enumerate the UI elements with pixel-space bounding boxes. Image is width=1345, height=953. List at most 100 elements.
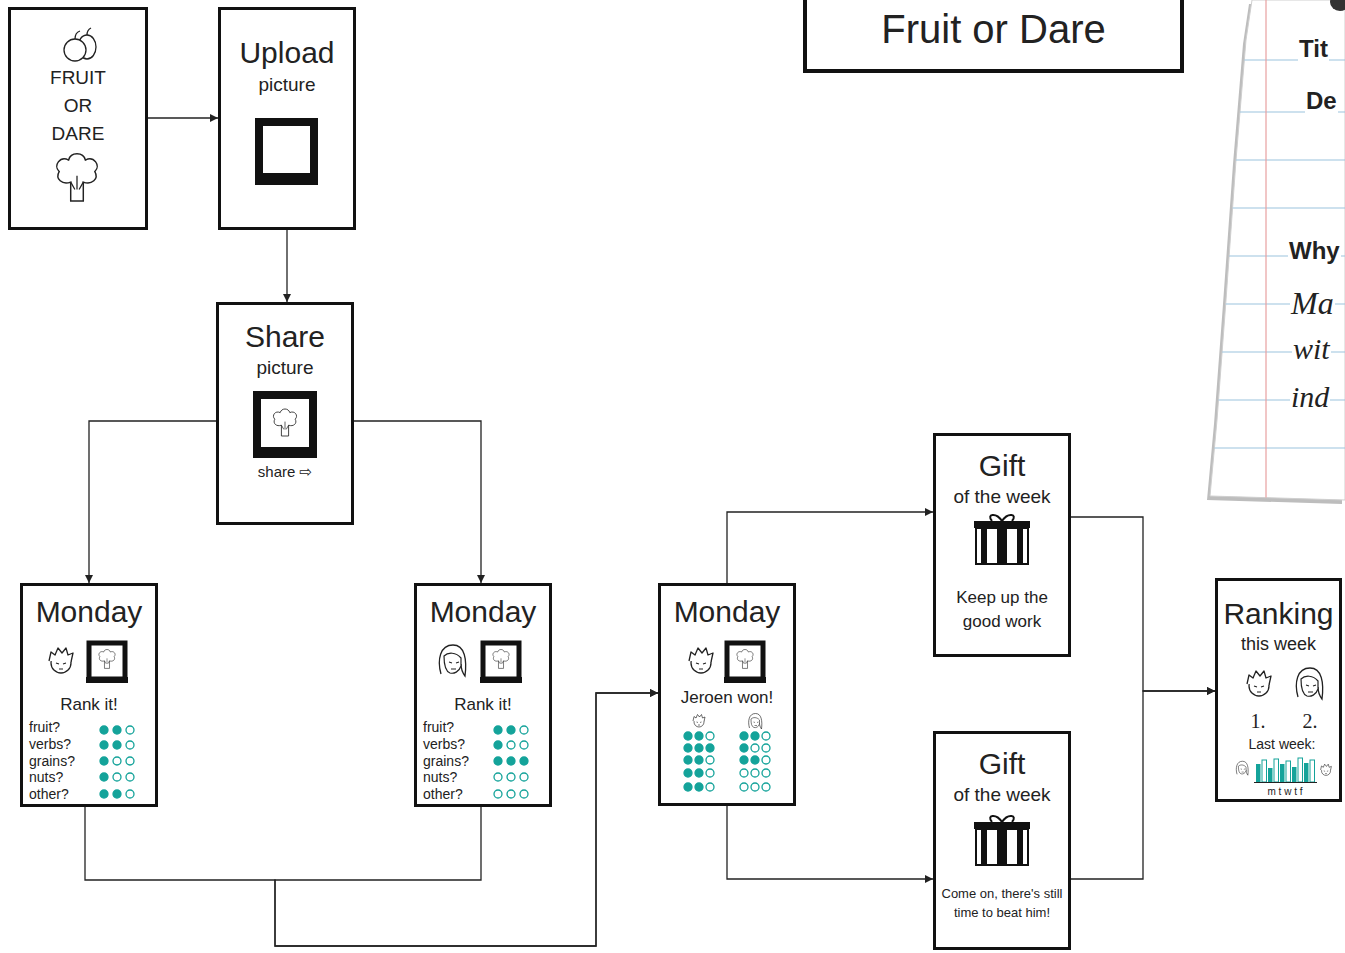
rating-dot	[695, 769, 703, 777]
handwritten-note: Why	[1288, 238, 1341, 264]
rating-dot	[126, 741, 134, 749]
card-heading: Monday	[23, 594, 155, 630]
rating-dot	[684, 783, 692, 791]
rating-dot	[100, 757, 108, 765]
rating-dot	[100, 790, 108, 798]
picture-frame	[253, 395, 317, 458]
picture-frame	[480, 643, 522, 683]
rating-dot	[706, 783, 714, 791]
card-heading: Monday	[417, 594, 549, 630]
rating-dot	[762, 783, 770, 791]
handwritten-note: Tit	[1298, 36, 1329, 62]
rating-dot	[706, 769, 714, 777]
card-heading: Share	[219, 319, 351, 355]
criterion-label: verbs?	[29, 736, 101, 752]
screen-card: Sharepicture share ⇨	[216, 302, 354, 525]
screen-card: Giftof the weekKeep up the good work	[933, 433, 1071, 657]
screen-card: MondayJeroen won!	[658, 583, 796, 806]
rating-dot	[494, 741, 502, 749]
rating-dot	[126, 757, 134, 765]
rating-dot	[113, 757, 121, 765]
card-heading: Gift	[936, 746, 1068, 782]
card-heading: Ranking	[1218, 596, 1339, 632]
card-prompt: Rank it!	[23, 695, 155, 715]
rating-dot	[751, 732, 759, 740]
rating-dot	[520, 790, 528, 798]
winner-message: Jeroen won!	[661, 688, 793, 708]
rating-dot	[494, 757, 502, 765]
criterion-label: nuts?	[423, 769, 495, 785]
rating-dot	[740, 744, 748, 752]
rating-dot	[126, 790, 134, 798]
flow-arrow	[85, 693, 658, 946]
rating-dot	[113, 726, 121, 734]
gift-message: Come on, there's still time to beat him!	[938, 884, 1066, 922]
rating-dot	[706, 756, 714, 764]
card-subheading: of the week	[936, 486, 1068, 509]
rating-dot	[113, 741, 121, 749]
rating-dot	[684, 756, 692, 764]
share-button: share ⇨	[219, 463, 351, 481]
screen-card: MondayRank it!fruit?verbs?grains?nuts?ot…	[414, 583, 552, 807]
card-prompt: Rank it!	[417, 695, 549, 715]
rating-dot	[520, 741, 528, 749]
criterion-label: fruit?	[423, 719, 495, 735]
fruit-icon	[64, 28, 96, 61]
rating-dot	[695, 783, 703, 791]
rating-dot	[751, 744, 759, 752]
rating-dot	[740, 783, 748, 791]
screen-card: Rankingthis week1.2.Last week:m t w t f	[1215, 578, 1342, 802]
rating-dot	[507, 726, 515, 734]
screen-card: Giftof the weekCome on, there's still ti…	[933, 731, 1071, 950]
rating-dot	[100, 741, 108, 749]
rating-dot	[751, 783, 759, 791]
screen-card: Uploadpicture	[218, 7, 356, 230]
rating-dot	[684, 744, 692, 752]
rating-dot	[762, 744, 770, 752]
rating-dot	[126, 726, 134, 734]
card-subheading: of the week	[936, 784, 1068, 807]
notebook-paper	[1200, 0, 1345, 504]
app-name: FRUIT OR DARE	[46, 64, 110, 148]
card-heading: Upload	[221, 35, 353, 71]
rating-dot	[706, 732, 714, 740]
rating-dot	[740, 756, 748, 764]
chart-label: Last week:	[1237, 736, 1327, 753]
rating-dot	[507, 773, 515, 781]
rating-dot	[695, 732, 703, 740]
card-heading: Gift	[936, 448, 1068, 484]
rating-dot	[762, 732, 770, 740]
card-subheading: picture	[219, 357, 351, 380]
flow-arrow	[275, 693, 658, 946]
handwritten-note: wit	[1292, 332, 1331, 365]
card-subheading: this week	[1218, 634, 1339, 656]
picture-frame	[255, 122, 318, 185]
rating-dot	[494, 726, 502, 734]
bar-chart	[1254, 758, 1317, 783]
picture-frame	[724, 643, 766, 683]
criterion-label: verbs?	[423, 736, 495, 752]
rating-dot	[751, 756, 759, 764]
card-heading: Monday	[661, 594, 793, 630]
rating-dot	[684, 732, 692, 740]
flow-arrow	[1071, 517, 1215, 691]
app-start-screen: FRUIT OR DARE	[8, 7, 148, 230]
rating-dot	[507, 741, 515, 749]
diagram-title: Fruit or Dare	[807, 5, 1180, 53]
flow-arrow	[354, 421, 481, 583]
rating-dot	[113, 790, 121, 798]
rank-number: 2.	[1295, 709, 1325, 733]
flow-arrow	[727, 806, 933, 879]
criterion-label: other?	[423, 786, 495, 802]
rating-dot	[494, 773, 502, 781]
picture-frame	[86, 643, 128, 683]
gift-message: Keep up the good work	[942, 586, 1062, 634]
handwritten-note: ind	[1290, 380, 1330, 413]
criterion-label: grains?	[29, 753, 101, 769]
handwritten-note: De	[1305, 88, 1338, 114]
rating-dot	[520, 773, 528, 781]
rating-dot	[507, 757, 515, 765]
